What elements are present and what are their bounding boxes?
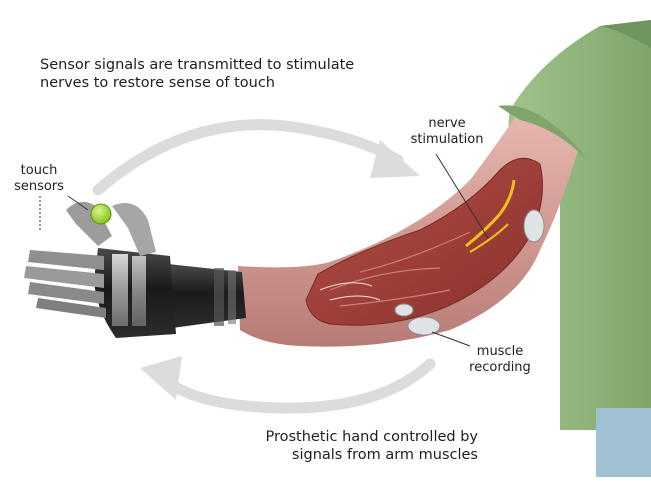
muscle-recording-label-line-1: muscle — [452, 344, 548, 360]
nerve-stimulation-label: nerve stimulation — [392, 116, 502, 148]
caption-top-line-2: nerves to restore sense of touch — [40, 74, 354, 92]
touch-sensors-label-line-2: sensors — [8, 179, 70, 195]
muscle-cutaway — [306, 158, 542, 325]
muscle-recording-label-line-2: recording — [452, 360, 548, 376]
touch-sensors-label: touch sensors — [8, 163, 70, 195]
touch-sensor — [91, 204, 111, 224]
nerve-stimulation-label-line-1: nerve — [392, 116, 502, 132]
caption-bottom-line-2: signals from arm muscles — [238, 446, 478, 464]
muscle-recording-label: muscle recording — [452, 344, 548, 376]
electrode-stimulation — [524, 210, 544, 242]
caption-top-line-1: Sensor signals are transmitted to stimul… — [40, 56, 354, 74]
top-flow-arrow — [98, 125, 420, 190]
caption-sensor-signals: Sensor signals are transmitted to stimul… — [40, 56, 354, 92]
trousers — [596, 408, 651, 477]
bottom-flow-arrow — [140, 356, 430, 408]
nerve-stimulation-label-line-2: stimulation — [392, 132, 502, 148]
caption-prosthetic-control: Prosthetic hand controlled by signals fr… — [238, 428, 478, 464]
touch-sensors-label-line-1: touch — [8, 163, 70, 179]
prosthetic-socket — [168, 264, 246, 328]
caption-bottom-line-1: Prosthetic hand controlled by — [238, 428, 478, 446]
